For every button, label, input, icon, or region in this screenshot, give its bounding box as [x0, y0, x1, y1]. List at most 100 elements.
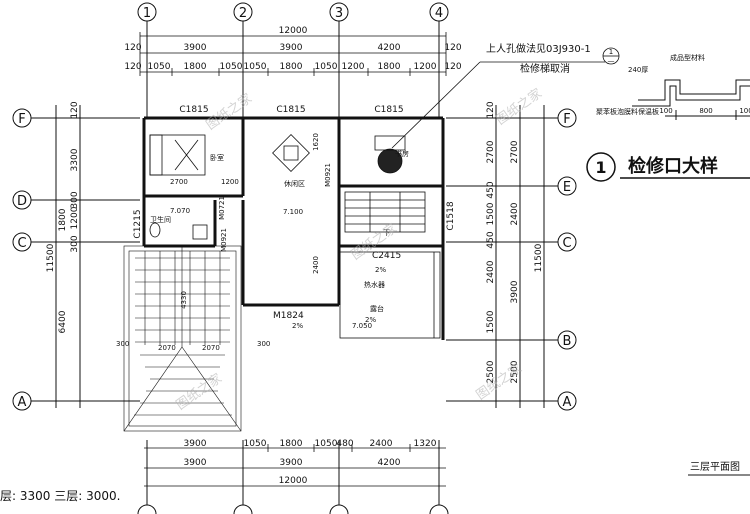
axis-col-2: 2 — [239, 6, 247, 21]
door-m0921-a: M0921 — [324, 163, 332, 187]
elevation-2: 7.050 — [352, 322, 372, 330]
axis-row-right-e: E — [563, 180, 571, 195]
bottom-dimension-lines — [144, 444, 446, 490]
slope-2: 2% — [365, 316, 376, 324]
detail-dim-2: 800 — [699, 107, 712, 115]
dim-top-edge-left-2: 120 — [124, 62, 141, 72]
dim-right-b-3: 3900 — [510, 280, 520, 303]
dim-right-seg-6: 2400 — [486, 260, 496, 283]
misc-dim-1200: 1200 — [221, 178, 239, 186]
elevation-1: 7.100 — [283, 208, 303, 216]
room-study: 书房 — [395, 149, 409, 158]
room-bedroom: 卧室 — [210, 153, 224, 162]
detail-label-insulation: 聚苯板泡膜料保温板 — [596, 107, 659, 116]
misc-dim-300-a: 300 — [116, 340, 129, 348]
axis-row-right-a: A — [563, 395, 572, 410]
dim-top-detail-3: 1050 — [220, 62, 243, 72]
dim-bottom-detail-7: 1320 — [414, 439, 437, 449]
dim-left-seg-4: 1200 — [70, 206, 80, 229]
dim-bottom-detail-1: 3900 — [184, 439, 207, 449]
watermark-1: 图纸之家 — [203, 90, 255, 133]
dim-right-seg-5: 450 — [486, 231, 496, 248]
dim-left-seg-2: 3300 — [70, 148, 80, 171]
dim-right-total: 11500 — [534, 243, 544, 272]
axis-row-right-f: F — [563, 112, 570, 127]
dim-top-total: 12000 — [279, 26, 308, 36]
axis-row-left-a: A — [18, 395, 27, 410]
slope-1: 2% — [375, 266, 386, 274]
axis-row-right-c: C — [562, 236, 571, 251]
dim-right-b-1: 2700 — [510, 140, 520, 163]
dim-bottom-detail-3: 1800 — [280, 439, 303, 449]
door-m0721: M0721 — [218, 196, 226, 220]
room-bathroom: 卫生间 — [150, 215, 171, 224]
misc-dim-2400: 2400 — [312, 256, 320, 274]
dim-top-edge-left: 120 — [124, 43, 141, 53]
dim-top-detail-4: 1050 — [244, 62, 267, 72]
desk-chair-icon — [374, 135, 406, 174]
axis-col-3: 3 — [335, 6, 343, 21]
dining-table-icon — [272, 134, 310, 172]
window-c1215: C1215 — [133, 209, 143, 238]
dim-left-seg-5: 1800 — [58, 208, 68, 231]
dim-right-seg-3: 450 — [486, 181, 496, 198]
dim-right-seg-7: 1500 — [486, 310, 496, 333]
note-line-2: 检修梯取消 — [520, 62, 570, 75]
dim-right-seg-8: 2500 — [486, 360, 496, 383]
note-ref-top: 1 — [609, 48, 613, 56]
dim-left-seg-1: 120 — [70, 101, 80, 118]
dim-right-seg-4: 1500 — [486, 202, 496, 225]
thin-lines — [165, 117, 441, 339]
detail-title: 检修口大样 — [628, 155, 718, 177]
dim-bottom-span-1: 3900 — [184, 458, 207, 468]
dim-bottom-total: 12000 — [279, 476, 308, 486]
detail-label-material: 成品型材料 — [670, 53, 705, 62]
stair-down: 下 — [383, 229, 390, 237]
dim-top-detail-5: 1800 — [280, 62, 303, 72]
axis-row-left-c: C — [17, 236, 26, 251]
slope-3: 2% — [292, 322, 303, 330]
left-axis-bubbles — [12, 105, 140, 411]
axis-row-right-b: B — [563, 334, 572, 349]
axis-col-1: 1 — [143, 6, 151, 21]
dim-top-detail-1: 1050 — [148, 62, 171, 72]
elevation-3: 7.070 — [170, 207, 190, 215]
note-ref-bottom: — — [608, 57, 615, 65]
dim-top-edge-right-2: 120 — [444, 62, 461, 72]
dim-top-span-1: 3900 — [184, 43, 207, 53]
detail-dim-1: 100 — [659, 107, 672, 115]
dim-top-span-2: 3900 — [280, 43, 303, 53]
floor-title: 三层平面图 — [690, 461, 740, 473]
dim-left-seg-3: 300 — [70, 191, 80, 208]
detail-dim-3: 100 — [739, 107, 750, 115]
dim-top-detail-7: 1200 — [342, 62, 365, 72]
dim-right-b-4: 2500 — [510, 360, 520, 383]
dim-top-detail-9: 1200 — [414, 62, 437, 72]
misc-dim-2700: 2700 — [170, 178, 188, 186]
misc-dim-4330: 4330 — [180, 291, 188, 309]
room-leisure: 休闲区 — [284, 179, 305, 188]
misc-dim-2070-a: 2070 — [158, 344, 176, 352]
dim-left-total: 11500 — [46, 243, 56, 272]
misc-dim-300-b: 300 — [257, 340, 270, 348]
detail-number: 1 — [595, 158, 606, 177]
window-c1815-b: C1815 — [276, 105, 305, 115]
note-leader — [391, 47, 620, 149]
window-c1518: C1518 — [446, 201, 456, 230]
window-c1815-c: C1815 — [374, 105, 403, 115]
top-dimension-lines — [139, 32, 447, 76]
equip-heater: 热水器 — [364, 280, 385, 289]
note-line-1: 上人孔做法见03J930-1 — [486, 42, 591, 55]
top-axis-bubbles — [137, 2, 449, 118]
dim-right-seg-2: 2700 — [486, 140, 496, 163]
misc-dim-2070-b: 2070 — [202, 344, 220, 352]
door-m0921-b: M0921 — [220, 228, 228, 252]
detail-label-thickness: 240厚 — [628, 66, 648, 74]
axis-row-left-d: D — [17, 194, 27, 209]
dim-bottom-detail-6: 2400 — [370, 439, 393, 449]
dim-left-seg-7: 6400 — [58, 310, 68, 333]
misc-dim-1620: 1620 — [312, 133, 320, 151]
door-m1824: M1824 — [273, 311, 304, 321]
bed-icon — [149, 134, 206, 176]
